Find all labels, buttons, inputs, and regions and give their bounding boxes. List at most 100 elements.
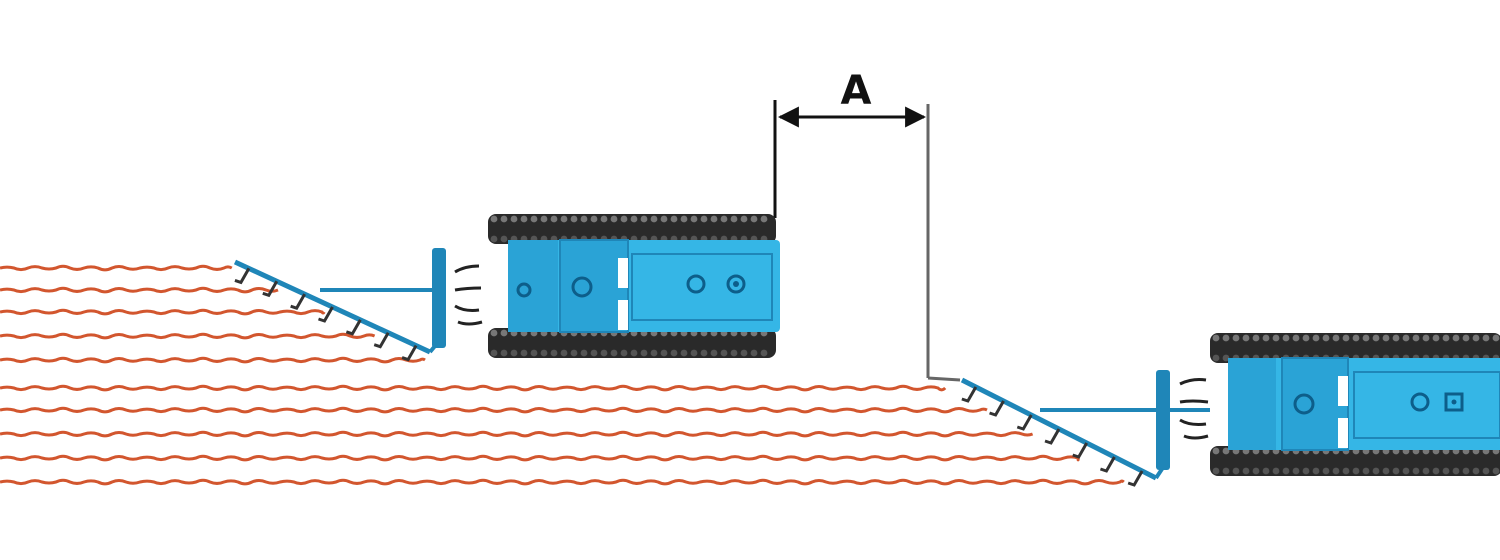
track-tread — [1412, 467, 1420, 475]
track-tread — [510, 349, 518, 357]
track-tread — [700, 215, 708, 223]
track-tread — [1372, 334, 1380, 342]
track-tread — [1462, 467, 1470, 475]
track-tread — [1212, 334, 1220, 342]
cultivator-harrow-icon — [927, 370, 1210, 487]
track-tread — [620, 349, 628, 357]
harrow-tine — [234, 267, 251, 285]
track-tread — [590, 215, 598, 223]
harrow-tine — [1044, 428, 1061, 445]
track-tread — [540, 349, 548, 357]
track-tread — [710, 215, 718, 223]
track-tread — [600, 215, 608, 223]
track-tread — [1442, 334, 1450, 342]
track-tread — [1242, 467, 1250, 475]
track-tread — [1342, 467, 1350, 475]
track-tread — [1472, 467, 1480, 475]
track-tread — [1262, 334, 1270, 342]
track-tread — [1302, 334, 1310, 342]
track-tread — [670, 215, 678, 223]
track-tread — [650, 215, 658, 223]
track-tread — [750, 349, 758, 357]
furrow-line-upper-1 — [0, 286, 279, 294]
harrow-tine — [262, 280, 279, 298]
track-tread — [530, 349, 538, 357]
track-tread — [1442, 467, 1450, 475]
track-tread — [540, 215, 548, 223]
track-tread — [760, 215, 768, 223]
track-tread — [610, 349, 618, 357]
track-tread — [1402, 467, 1410, 475]
track-tread — [1452, 467, 1460, 475]
track-tread — [1242, 334, 1250, 342]
tractor-with-harrow-upper — [233, 214, 780, 362]
track-tread — [1312, 467, 1320, 475]
track-tread — [730, 215, 738, 223]
track-tread — [1322, 334, 1330, 342]
tractor-icon — [508, 239, 780, 333]
track-tread — [730, 349, 738, 357]
track-tread — [740, 349, 748, 357]
track-tread — [690, 215, 698, 223]
track-tread — [740, 215, 748, 223]
track-tread — [1212, 354, 1220, 362]
tractor-icon — [1228, 357, 1500, 451]
track-tread — [1292, 334, 1300, 342]
track-tread — [670, 349, 678, 357]
track-tread — [1422, 334, 1430, 342]
track-tread — [1432, 467, 1440, 475]
hitch-levers — [1179, 378, 1209, 440]
track-tread — [1302, 467, 1310, 475]
track-tread — [660, 215, 668, 223]
track-tread — [510, 215, 518, 223]
harrow-tine — [961, 386, 978, 403]
track-tread — [1482, 467, 1490, 475]
track-tread — [750, 215, 758, 223]
track-tread — [1492, 467, 1500, 475]
furrow-line-upper-3 — [0, 332, 376, 340]
track-tread — [570, 349, 578, 357]
track-tread — [690, 349, 698, 357]
track-tread — [1402, 334, 1410, 342]
track-tread — [1212, 447, 1220, 455]
track-tread — [1232, 334, 1240, 342]
track-tread — [1332, 467, 1340, 475]
track-tread — [1292, 467, 1300, 475]
furrow-line-lower-0 — [0, 384, 947, 392]
track-tread — [1322, 467, 1330, 475]
track-tread — [500, 329, 508, 337]
track-tread — [1482, 334, 1490, 342]
track-tread — [530, 215, 538, 223]
track-tread — [1282, 334, 1290, 342]
track-tread — [550, 215, 558, 223]
track-tread — [640, 215, 648, 223]
track-tread — [1272, 334, 1280, 342]
track-tread — [680, 215, 688, 223]
harrow-tine — [1016, 414, 1033, 431]
track-tread — [1432, 334, 1440, 342]
track-tread — [1452, 334, 1460, 342]
track-tread — [680, 349, 688, 357]
track-tread — [1222, 467, 1230, 475]
track-tread — [560, 215, 568, 223]
track-tread — [1492, 334, 1500, 342]
track-tread — [490, 349, 498, 357]
track-tread — [700, 349, 708, 357]
track-tread — [720, 215, 728, 223]
track-tread — [1462, 334, 1470, 342]
track-tread — [1332, 334, 1340, 342]
track-tread — [520, 215, 528, 223]
harrow-tine — [989, 400, 1005, 417]
dimension-a: A — [773, 68, 930, 378]
harrow-tine — [401, 344, 418, 362]
furrow-line-lower-3 — [0, 454, 1080, 462]
track-tread — [580, 349, 588, 357]
track-tread — [1222, 334, 1230, 342]
track-tread — [1252, 467, 1260, 475]
harrow-tine — [290, 293, 306, 310]
track-tread — [650, 349, 658, 357]
track-tread — [1382, 467, 1390, 475]
dimension-label: A — [841, 68, 872, 114]
harrow-tine — [318, 306, 334, 323]
